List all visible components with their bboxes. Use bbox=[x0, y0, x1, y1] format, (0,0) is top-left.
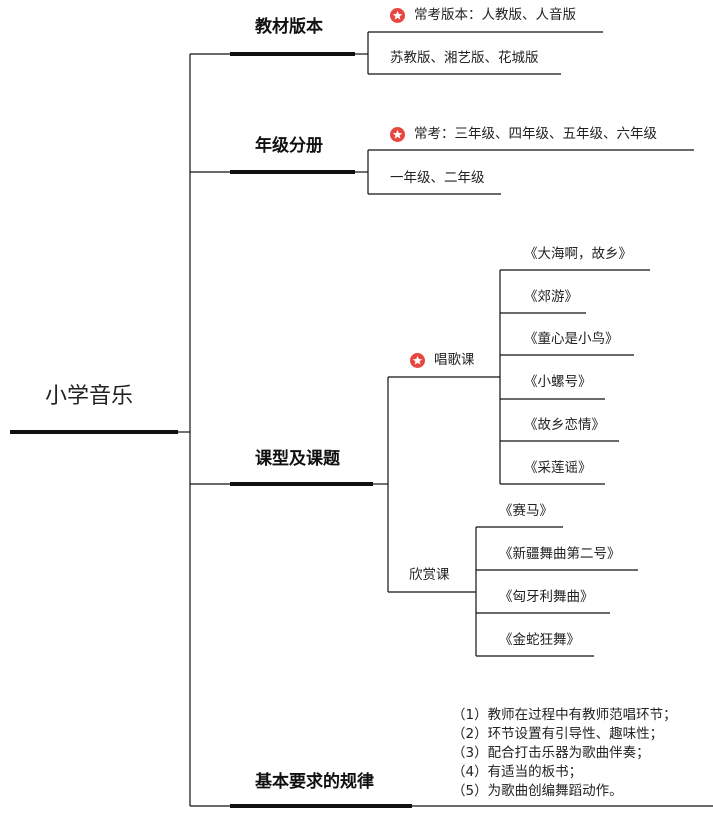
piece-item[interactable]: 《赛马》 bbox=[499, 503, 553, 519]
requirement-line[interactable]: （1）教师在过程中有教师范唱环节； bbox=[452, 707, 677, 723]
leaf-other-versions[interactable]: 苏教版、湘艺版、花城版 bbox=[390, 50, 539, 66]
star-badge-icon bbox=[410, 353, 425, 368]
requirement-line[interactable]: （4）有适当的板书； bbox=[452, 764, 583, 780]
song-item[interactable]: 《采莲谣》 bbox=[524, 460, 592, 476]
song-item[interactable]: 《郊游》 bbox=[524, 289, 578, 305]
song-item[interactable]: 《小螺号》 bbox=[524, 374, 592, 390]
subbranch-singing-lesson[interactable]: 唱歌课 bbox=[434, 352, 475, 368]
star-badge-icon bbox=[390, 8, 405, 23]
requirement-line[interactable]: （5）为歌曲创编舞蹈动作。 bbox=[452, 783, 623, 799]
piece-item[interactable]: 《新疆舞曲第二号》 bbox=[499, 546, 621, 562]
root-topic[interactable]: 小学音乐 bbox=[45, 384, 134, 409]
song-item[interactable]: 《童心是小鸟》 bbox=[524, 331, 619, 347]
requirement-line[interactable]: （2）环节设置有引导性、趣味性； bbox=[452, 726, 664, 742]
piece-item[interactable]: 《金蛇狂舞》 bbox=[499, 632, 580, 648]
star-badge-icon bbox=[390, 127, 405, 142]
branch-grade-volume[interactable]: 年级分册 bbox=[255, 136, 323, 156]
leaf-other-grades[interactable]: 一年级、二年级 bbox=[390, 170, 485, 186]
branch-basic-requirements[interactable]: 基本要求的规律 bbox=[255, 772, 374, 792]
song-item[interactable]: 《大海啊，故乡》 bbox=[524, 246, 632, 262]
branch-textbook-version[interactable]: 教材版本 bbox=[255, 17, 323, 37]
leaf-common-grades[interactable]: 常考：三年级、四年级、五年级、六年级 bbox=[414, 126, 657, 142]
song-item[interactable]: 《故乡恋情》 bbox=[524, 417, 605, 433]
piece-item[interactable]: 《匈牙利舞曲》 bbox=[499, 589, 594, 605]
branch-lesson-types[interactable]: 课型及课题 bbox=[255, 449, 340, 469]
requirement-line[interactable]: （3）配合打击乐器为歌曲伴奏； bbox=[452, 745, 650, 761]
leaf-common-versions[interactable]: 常考版本：人教版、人音版 bbox=[414, 7, 576, 23]
subbranch-appreciation-lesson[interactable]: 欣赏课 bbox=[409, 567, 450, 583]
